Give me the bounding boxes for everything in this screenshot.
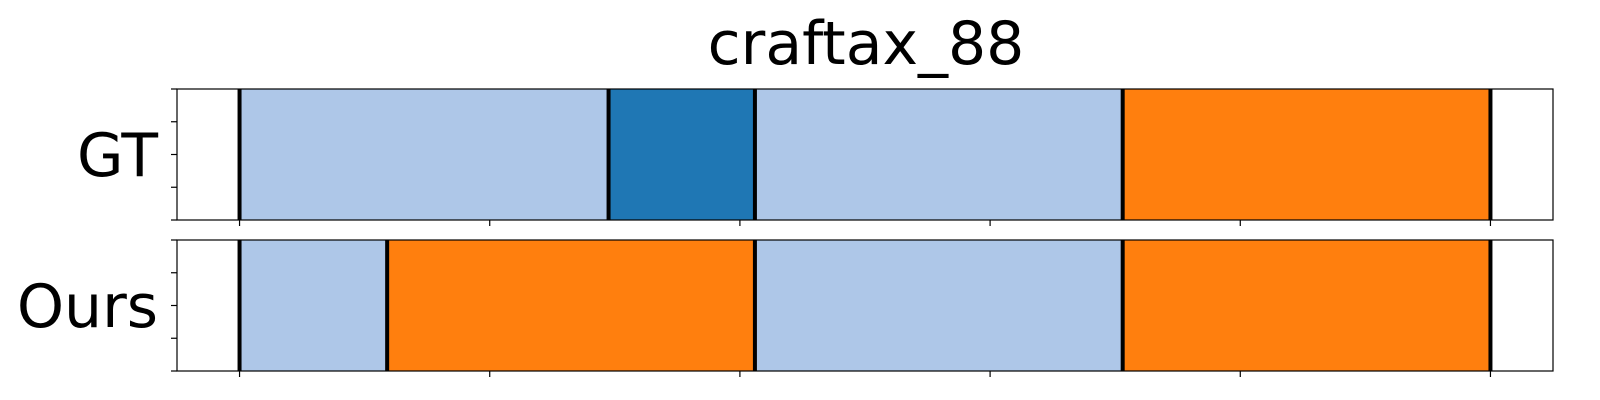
panel-ours: Ours	[17, 239, 1554, 377]
segment-ours-1	[387, 240, 755, 371]
segment-gt-1	[608, 89, 755, 220]
segment-ours-0	[239, 240, 388, 371]
segment-gt-0	[239, 89, 609, 220]
segment-gt-2	[754, 89, 1123, 220]
panel-gt: GT	[77, 88, 1554, 226]
segment-ours-2	[754, 240, 1123, 371]
segment-ours-3	[1122, 240, 1491, 371]
row-label-ours: Ours	[17, 272, 158, 342]
chart-title: craftax_88	[708, 9, 1025, 79]
row-label-gt: GT	[77, 121, 158, 191]
segment-gt-3	[1122, 89, 1491, 220]
